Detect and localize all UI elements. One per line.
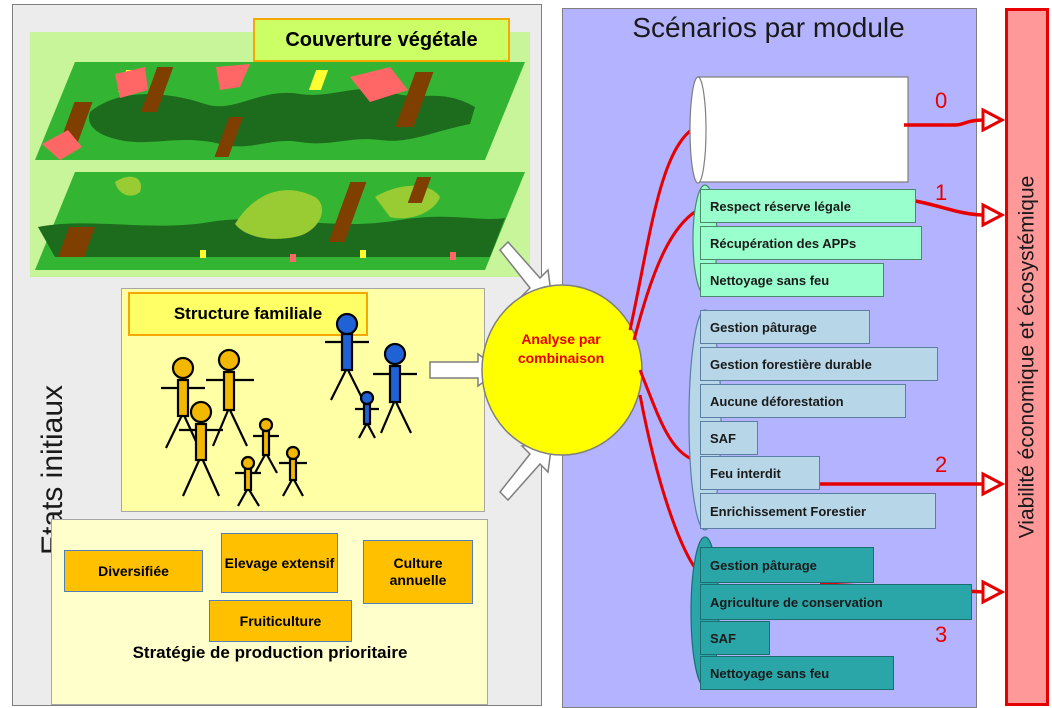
scenario-recovery-apps: Récupération des APPs — [700, 226, 922, 260]
scenario-number-1: 1 — [935, 180, 948, 205]
strategy-extensive-livestock: Elevage extensif — [221, 533, 338, 593]
strategy-annual-crop: Culture annuelle — [363, 540, 473, 604]
scenario-number-2: 2 — [935, 452, 948, 477]
yellow-person-icons — [161, 348, 307, 507]
scenario-conservation-agriculture: Agriculture de conservation — [700, 584, 972, 620]
light-vegetation-patch — [235, 190, 323, 239]
strategy-fruit-growing: Fruiticulture — [209, 600, 352, 642]
scenario-pasture-management-2: Gestion pâturage — [700, 547, 874, 583]
scenario-clean-no-fire-2: Nettoyage sans feu — [700, 656, 894, 690]
scenario-zero-deforestation: Aucune déforestation — [700, 384, 906, 418]
scenario-forest-enrichment: Enrichissement Forestier — [700, 493, 936, 529]
vegetation-cover-title: Couverture végétale — [253, 18, 510, 62]
scenario-respect-reserve: Respect réserve légale — [700, 189, 916, 223]
arrow-heads — [981, 107, 1006, 605]
scenarios-title: Scénarios par module — [632, 12, 905, 43]
arrow-strategy-to-analysis — [498, 441, 553, 502]
scenario-pasture-management: Gestion pâturage — [700, 310, 870, 344]
family-structure-title: Structure familiale — [128, 292, 368, 336]
top-forest-patch — [89, 88, 476, 147]
strategy-diversified: Diversifiée — [64, 550, 203, 592]
viability-panel — [1005, 8, 1049, 706]
strategy-caption: Stratégie de production prioritaire — [132, 643, 408, 662]
scenario-number-0: 0 — [935, 88, 948, 113]
scenario-saf: SAF — [700, 421, 758, 455]
blue-person-icons — [325, 312, 417, 439]
scenario-saf-2: SAF — [700, 621, 770, 655]
scenario-fire-banned: Feu interdit — [700, 456, 820, 490]
analysis-ellipse — [481, 284, 643, 456]
scenario-number-3: 3 — [935, 622, 948, 647]
scenario-clean-no-fire: Nettoyage sans feu — [700, 263, 884, 297]
family-figures — [161, 312, 417, 507]
scenario-sustainable-forestry: Gestion forestière durable — [700, 347, 938, 381]
arrow-vegetation-to-analysis — [498, 240, 553, 301]
vegetation-cover-illustration — [30, 32, 530, 277]
analysis-label: Analyse par combinaison — [517, 331, 605, 366]
viability-label: Viabilité économique et écosystémique — [1015, 175, 1039, 539]
